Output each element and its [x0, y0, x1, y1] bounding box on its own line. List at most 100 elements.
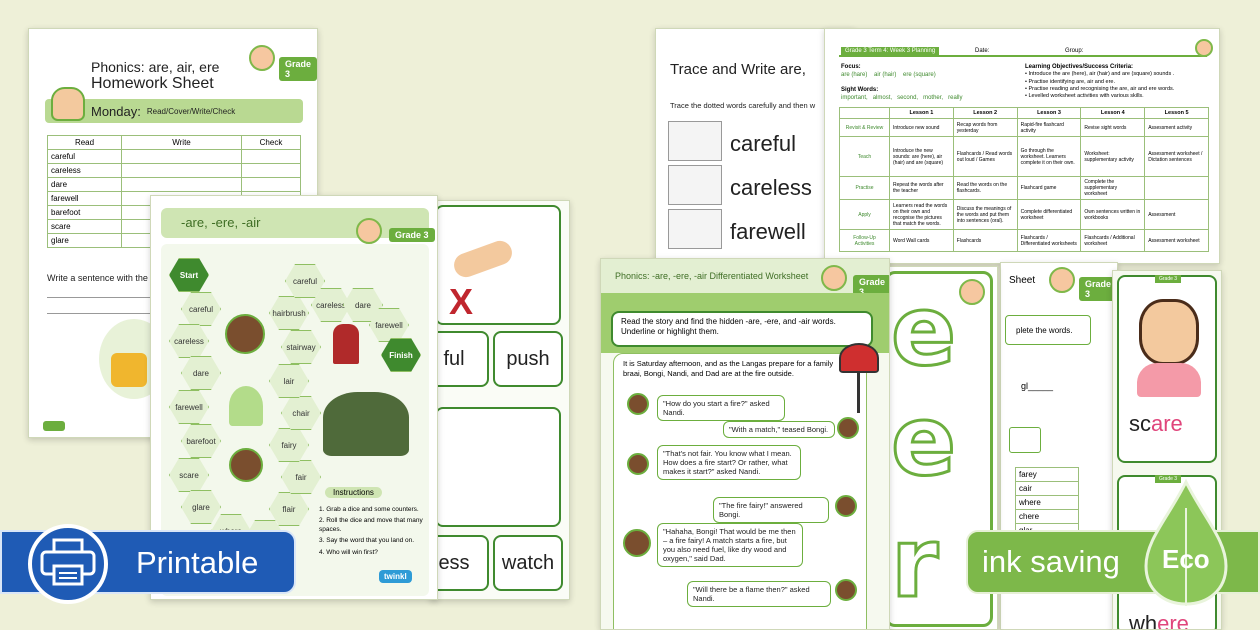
outline-letter: r — [889, 506, 939, 621]
hands-icon — [51, 87, 85, 121]
trace-word[interactable]: farewell — [730, 219, 806, 244]
word-cell: glare — [47, 233, 122, 248]
word-list-table: farey cair where chere glar — [1015, 467, 1079, 538]
sight-word: really — [948, 95, 963, 102]
printer-icon — [40, 538, 96, 586]
lesson-header: Lesson 1 — [889, 107, 954, 119]
dialogue-bubble: "The fire fairy!" answered Bongi. — [713, 497, 829, 523]
plan-cell: Learners read the words on their own and… — [889, 199, 954, 230]
flashcard-word: scare — [1129, 411, 1183, 437]
blank-word[interactable]: gl_____ — [1021, 381, 1054, 391]
flashcard-word-suffix: are — [1151, 411, 1183, 436]
word-list-item: where — [1015, 495, 1079, 510]
col-read: Read — [47, 135, 122, 150]
flashcard-word-prefix: wh — [1129, 611, 1158, 630]
instruction-item: 3. Say the word that you land on. — [319, 537, 415, 545]
plan-cell: Own sentences written in workbooks — [1080, 199, 1146, 230]
eco-badge-text: Eco — [1162, 544, 1210, 574]
word-card: watch — [493, 535, 563, 591]
plan-cell: Word Wall cards — [889, 229, 954, 252]
sight-word: mother, — [923, 95, 944, 102]
plan-cell: Assessment — [1144, 199, 1209, 230]
focus-block: Focus: are (hare) air (hair) ere (square… — [841, 63, 1031, 103]
story-sheet: Phonics: -are, -ere, -air Differentiated… — [600, 258, 890, 630]
grill-stand — [857, 373, 860, 413]
trace-title: Trace and Write are, — [670, 61, 806, 78]
sentence-prompt: Write a sentence with the — [47, 273, 148, 283]
plan-cell: Flashcards / Additional worksheet — [1080, 229, 1146, 252]
answer-box[interactable] — [1009, 427, 1041, 453]
sight-word: almost, — [872, 95, 893, 102]
check-cell[interactable] — [241, 163, 301, 178]
trace-picture — [668, 209, 722, 249]
word-cell: farewell — [47, 191, 122, 206]
dialogue-bubble: "Will there be a flame then?" asked Nand… — [687, 581, 831, 607]
instruction-item: 1. Grab a dice and some counters. — [319, 506, 419, 513]
objective-item: • Practise reading and recognising the a… — [1025, 85, 1175, 92]
write-cell[interactable] — [121, 163, 242, 178]
homework-title-line2: Homework Sheet — [91, 75, 214, 92]
word-card: ess — [431, 535, 489, 591]
objective-text: Practise identifying are, air and ere. — [1028, 78, 1115, 85]
instruction-text: Grab a dice and some counters. — [326, 506, 419, 513]
girl-scared-illustration — [1139, 299, 1199, 365]
word-list-item: farey — [1015, 467, 1079, 482]
flashcard-grade-tab: Grade 3 — [1155, 475, 1182, 483]
twinkl-logo: twinkl — [379, 570, 412, 583]
plan-cell: Flashcards — [952, 229, 1018, 252]
day-instruction: Read/Cover/Write/Check — [146, 106, 236, 116]
word-cell: careless — [47, 163, 122, 178]
dialogue-bubble: "How do you start a fire?" asked Nandi. — [657, 395, 785, 421]
check-cell[interactable] — [241, 177, 301, 192]
instruction-text: Say the word that you land on. — [326, 537, 415, 545]
plan-cell: Read the words on the flashcards. — [952, 176, 1018, 200]
sight-words: important, almost, second, mother, reall… — [841, 94, 1031, 102]
writing-line[interactable] — [47, 297, 157, 298]
avatar — [249, 45, 275, 71]
row-label: Revisit & Review — [839, 118, 890, 137]
plan-cell: Introduce new sound — [889, 118, 954, 137]
row-label: Teach — [839, 136, 890, 177]
chair-illustration — [333, 324, 359, 364]
nandi-avatar — [835, 579, 857, 601]
plan-cell: Go through the worksheet. Learners compl… — [1016, 136, 1082, 177]
girl-illustration — [229, 448, 263, 482]
girl-shirt — [1137, 363, 1201, 397]
printer-icon-circle — [28, 524, 108, 604]
word-card-text: ful — [443, 347, 465, 370]
instruction-item: 2. Roll the dice and move that many spac… — [319, 517, 423, 533]
write-cell[interactable] — [121, 177, 242, 192]
write-cell[interactable] — [121, 149, 242, 164]
bongi-avatar — [835, 495, 857, 517]
focus-item: ere (square) — [903, 72, 936, 79]
avatar — [959, 279, 985, 305]
lair-illustration — [323, 392, 409, 456]
homework-title-line1: Phonics: are, air, ere — [91, 59, 220, 75]
instructions-title: Instructions — [325, 487, 382, 498]
grade-badge: Grade 3 — [279, 57, 317, 81]
trace-instruction: Trace the dotted words carefully and the… — [670, 101, 816, 110]
trace-word[interactable]: careful — [730, 131, 797, 156]
plan-cell: Assessment worksheet — [1144, 229, 1209, 252]
avatar — [356, 218, 382, 244]
plan-cell: Flashcards / Read words out loud / Games — [952, 136, 1018, 177]
planning-header: Grade 3 Term 4: Week 3 Planning Date: Gr… — [839, 47, 1207, 57]
writing-line[interactable] — [47, 313, 157, 314]
grade-badge: Grade 3 — [389, 228, 435, 242]
instruction-box: plete the words. — [1005, 315, 1091, 345]
check-cell[interactable] — [241, 149, 301, 164]
board-title: -are, -ere, -air — [181, 215, 261, 230]
word-cell: barefoot — [47, 205, 122, 220]
grade-badge: Grade 3 — [1079, 277, 1117, 301]
pliers-icon — [450, 237, 516, 281]
eco-leaf-icon: Eco — [1138, 478, 1234, 608]
lesson-header: Lesson 3 — [1016, 107, 1082, 119]
trace-word[interactable]: careless — [730, 175, 812, 200]
word-card-text: watch — [501, 551, 555, 574]
planning-title: Grade 3 Term 4: Week 3 Planning — [841, 47, 940, 55]
plan-cell: Assessment activity — [1144, 118, 1209, 137]
outline-letter: e — [889, 384, 957, 499]
eco-label: ink saving — [982, 544, 1120, 579]
row-label: Follow-Up Activities — [839, 229, 890, 252]
flashcard-word-suffix: ere — [1157, 611, 1189, 630]
